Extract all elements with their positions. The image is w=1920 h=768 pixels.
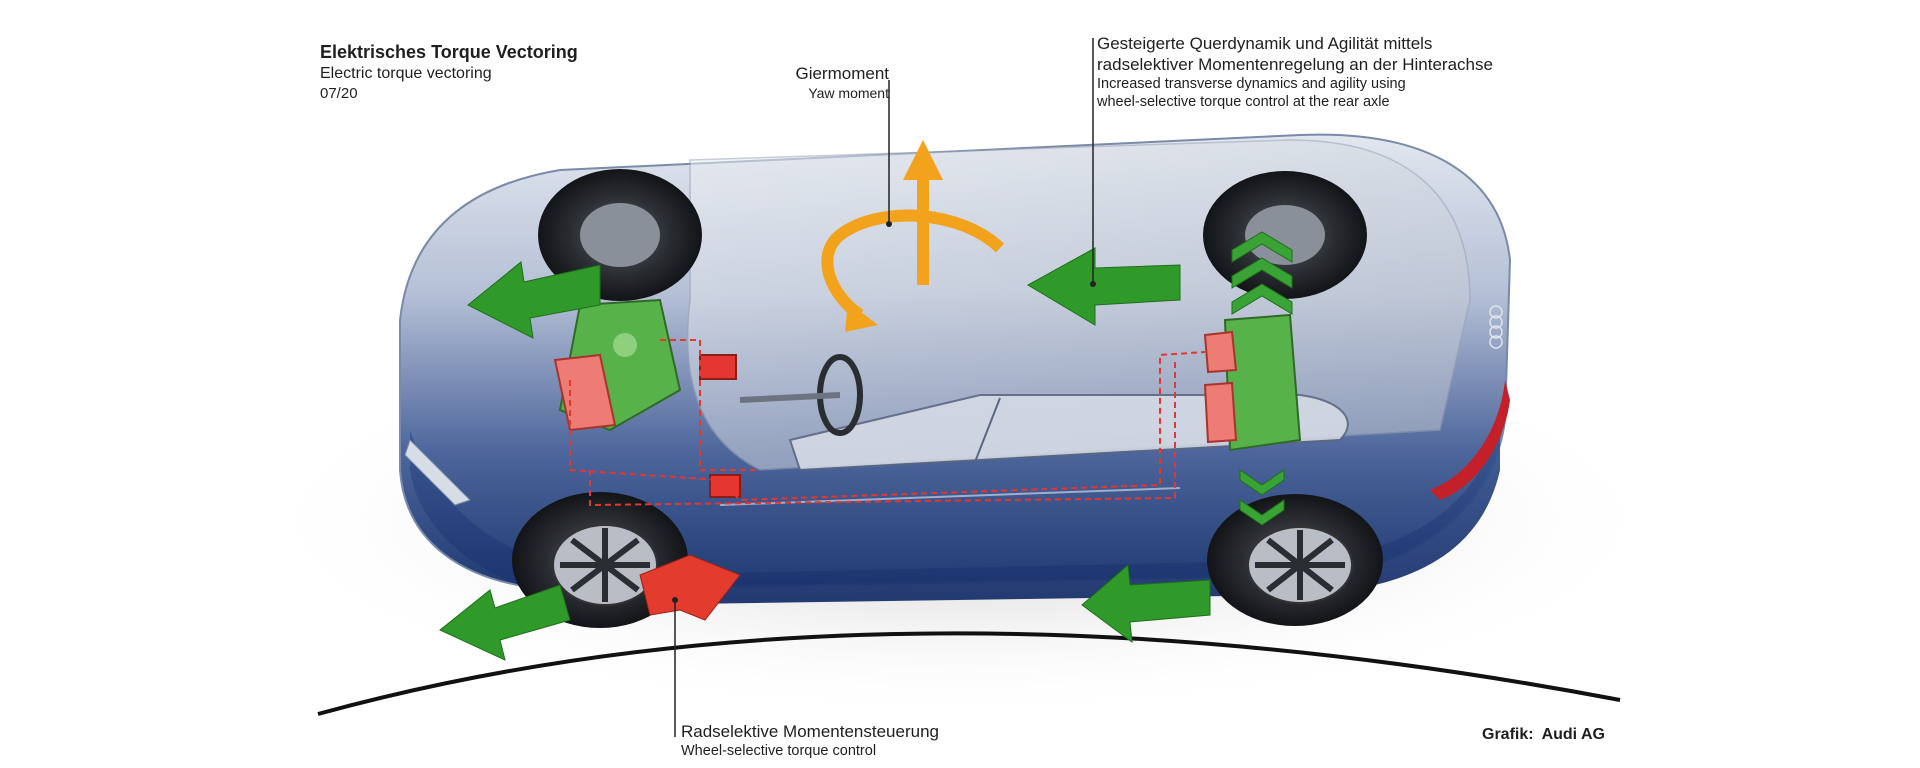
diagram-subtitle: Electric torque vectoring [320,65,492,82]
credit-owner: Audi AG [1541,726,1605,743]
wheel-selective-label-en: Wheel-selective torque control [681,743,877,759]
diagram-date: 07/20 [320,85,358,102]
wheel-front-left [538,169,702,301]
image-credit: Grafik: Audi AG [1482,726,1613,744]
rear-axle-label-en-1: Increased transverse dynamics and agilit… [1097,76,1406,92]
yaw-label-en: Yaw moment [808,85,889,101]
wheel-rear-right [1207,494,1383,626]
wheel-selective-label-de: Radselektive Momentensteuerung [681,722,939,741]
green-force-arrow [1081,563,1211,644]
electric-motor [553,298,682,432]
green-force-arrow [1026,247,1181,326]
wheel-rear-left [1203,171,1367,299]
credit-label: Grafik: [1482,726,1534,743]
rear-axle-label-de-1: Gesteigerte Querdynamik und Agilität mit… [1097,34,1433,53]
yaw-label-de: Giermoment [795,64,889,83]
yaw-callout: Giermoment Yaw moment [795,63,889,102]
road-curve [317,631,1621,716]
wiring-harness [569,339,1206,507]
leader-dot [672,597,678,603]
green-force-arrow [467,261,601,339]
diagram-title: Elektrisches Torque Vectoring [320,42,578,62]
control-unit [699,354,741,498]
steering-wheel-icon [739,354,863,436]
rear-axle-label-en-2: wheel-selective torque control at the re… [1097,94,1390,110]
leader-dot [886,221,892,227]
callout-leaders [674,38,1094,737]
title-block: Elektrisches Torque Vectoring Electric t… [320,40,578,104]
torque-chevron-stack [1231,231,1293,526]
rear-axle-label-de-2: radselektiver Momentenregelung an der Hi… [1097,55,1493,74]
electric-motor [1203,313,1302,452]
yaw-moment-arrow [821,140,1005,332]
rear-axle-callout: Gesteigerte Querdynamik und Agilität mit… [1097,33,1493,111]
leader-dot [1090,281,1096,287]
red-torque-arrow [639,554,741,621]
wheel-selective-callout: Radselektive Momentensteuerung Wheel-sel… [681,721,939,760]
green-force-arrow [439,584,571,661]
